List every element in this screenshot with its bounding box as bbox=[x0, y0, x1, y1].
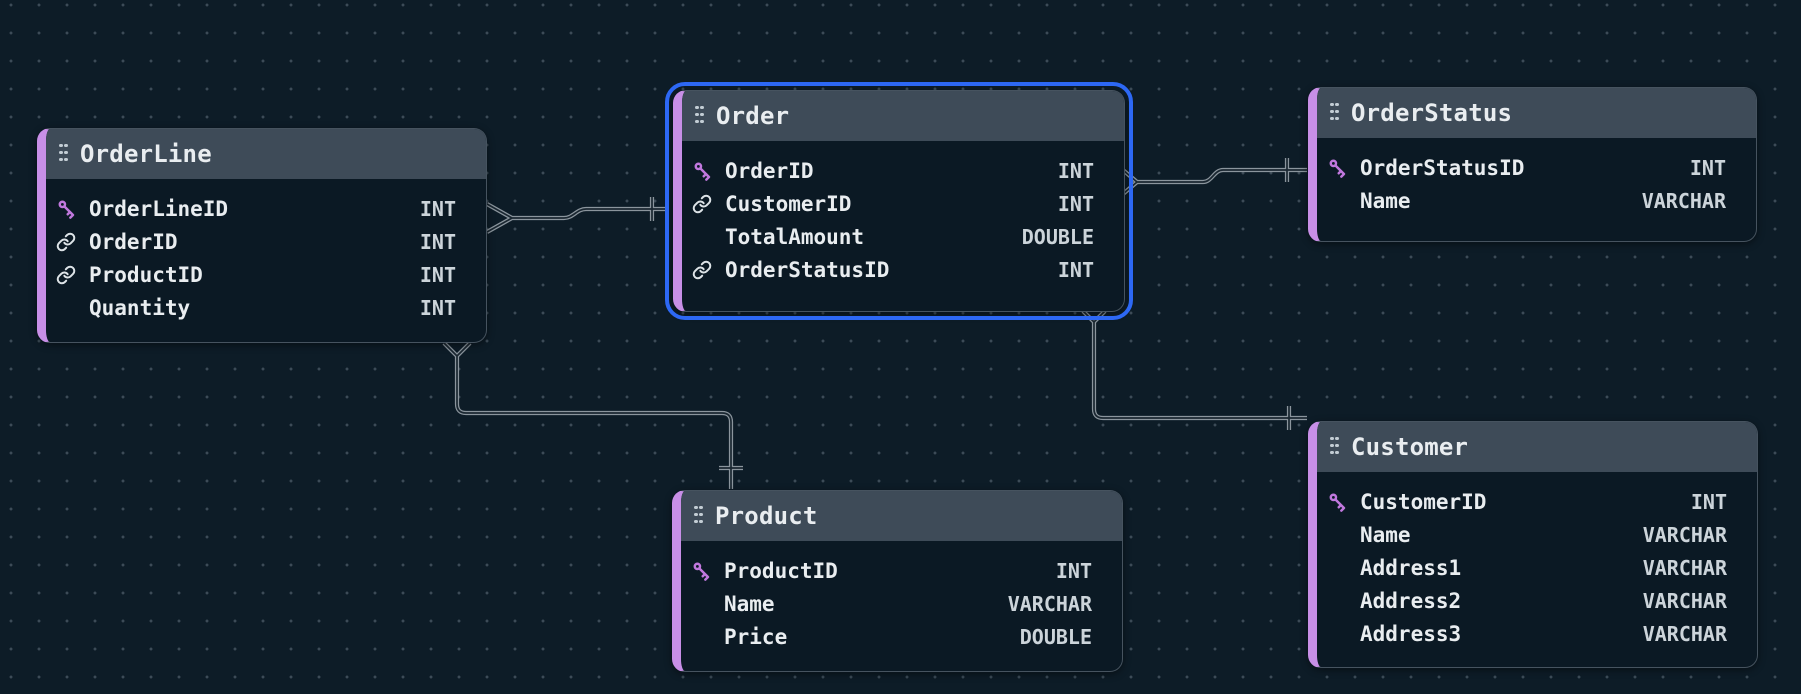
field-name: Name bbox=[724, 591, 775, 616]
field-name: OrderStatusID bbox=[1360, 155, 1525, 180]
field-type: INT bbox=[1057, 191, 1094, 216]
field-row[interactable]: Address2 VARCHAR bbox=[1317, 584, 1757, 617]
field-row[interactable]: Name VARCHAR bbox=[1317, 518, 1757, 551]
field-type: INT bbox=[1690, 489, 1727, 514]
field-name: OrderLineID bbox=[89, 196, 229, 221]
field-row[interactable]: Name VARCHAR bbox=[1317, 184, 1756, 217]
field-row[interactable]: Quantity INT bbox=[46, 291, 486, 324]
field-row[interactable]: Address3 VARCHAR bbox=[1317, 617, 1757, 650]
table-title: Product bbox=[715, 502, 818, 530]
foreign-key-icon bbox=[692, 260, 719, 280]
table-orderline[interactable]: OrderLine OrderLineID INT OrderID INT Pr… bbox=[37, 128, 487, 343]
field-type: INT bbox=[1057, 158, 1094, 183]
field-name: CustomerID bbox=[1360, 489, 1487, 514]
field-row[interactable]: Name VARCHAR bbox=[681, 587, 1122, 620]
field-name: Price bbox=[724, 624, 788, 649]
table-orderline-header[interactable]: OrderLine bbox=[46, 129, 486, 179]
field-type: VARCHAR bbox=[1007, 591, 1092, 616]
field-name: Address2 bbox=[1360, 588, 1462, 613]
table-order-header[interactable]: Order bbox=[682, 91, 1124, 141]
relationship-orderline-product[interactable] bbox=[444, 343, 743, 489]
field-name: OrderID bbox=[725, 158, 814, 183]
field-name: Name bbox=[1360, 188, 1411, 213]
field-type: INT bbox=[1689, 155, 1726, 180]
field-row[interactable]: OrderStatusID INT bbox=[682, 253, 1124, 286]
table-customer-header[interactable]: Customer bbox=[1317, 422, 1757, 472]
table-product-header[interactable]: Product bbox=[681, 491, 1122, 541]
field-name: OrderID bbox=[89, 229, 178, 254]
field-type: VARCHAR bbox=[1641, 188, 1726, 213]
field-row[interactable]: OrderStatusID INT bbox=[1317, 151, 1756, 184]
foreign-key-icon bbox=[56, 232, 83, 252]
field-type: INT bbox=[1057, 257, 1094, 282]
table-title: OrderStatus bbox=[1351, 99, 1513, 127]
table-title: OrderLine bbox=[80, 140, 212, 168]
primary-key-icon bbox=[691, 560, 718, 581]
field-type: INT bbox=[419, 229, 456, 254]
table-product[interactable]: Product ProductID INT Name VARCHAR Price… bbox=[672, 490, 1123, 672]
drag-handle-icon[interactable] bbox=[59, 143, 72, 165]
field-row[interactable]: CustomerID INT bbox=[1317, 485, 1757, 518]
field-row[interactable]: TotalAmount DOUBLE bbox=[682, 220, 1124, 253]
field-name: ProductID bbox=[724, 558, 838, 583]
field-row[interactable]: Price DOUBLE bbox=[681, 620, 1122, 653]
field-type: INT bbox=[419, 295, 456, 320]
field-name: Address1 bbox=[1360, 555, 1462, 580]
field-name: Name bbox=[1360, 522, 1411, 547]
drag-handle-icon[interactable] bbox=[695, 105, 708, 127]
field-type: INT bbox=[1055, 558, 1092, 583]
field-name: ProductID bbox=[89, 262, 203, 287]
table-title: Order bbox=[716, 102, 790, 130]
field-name: Address3 bbox=[1360, 621, 1462, 646]
table-customer[interactable]: Customer CustomerID INT Name VARCHAR Add… bbox=[1308, 421, 1758, 668]
field-type: VARCHAR bbox=[1642, 621, 1727, 646]
field-name: CustomerID bbox=[725, 191, 852, 216]
field-name: Quantity bbox=[89, 295, 191, 320]
primary-key-icon bbox=[692, 160, 719, 181]
table-order[interactable]: Order OrderID INT CustomerID INT TotalAm… bbox=[673, 90, 1125, 312]
foreign-key-icon bbox=[692, 194, 719, 214]
field-type: INT bbox=[419, 262, 456, 287]
field-row[interactable]: ProductID INT bbox=[681, 554, 1122, 587]
field-name: OrderStatusID bbox=[725, 257, 890, 282]
primary-key-icon bbox=[1327, 491, 1354, 512]
field-type: VARCHAR bbox=[1642, 522, 1727, 547]
primary-key-icon bbox=[1327, 157, 1354, 178]
table-orderstatus[interactable]: OrderStatus OrderStatusID INT Name VARCH… bbox=[1308, 87, 1757, 242]
relationship-orderline-order[interactable] bbox=[487, 197, 666, 232]
field-row[interactable]: OrderLineID INT bbox=[46, 192, 486, 225]
field-row[interactable]: ProductID INT bbox=[46, 258, 486, 291]
primary-key-icon bbox=[56, 198, 83, 219]
field-row[interactable]: CustomerID INT bbox=[682, 187, 1124, 220]
field-name: TotalAmount bbox=[725, 224, 865, 249]
relationship-order-customer[interactable] bbox=[1083, 311, 1307, 430]
field-row[interactable]: OrderID INT bbox=[682, 154, 1124, 187]
field-type: DOUBLE bbox=[1019, 624, 1092, 649]
field-row[interactable]: Address1 VARCHAR bbox=[1317, 551, 1757, 584]
field-type: VARCHAR bbox=[1642, 588, 1727, 613]
field-type: VARCHAR bbox=[1642, 555, 1727, 580]
table-title: Customer bbox=[1351, 433, 1469, 461]
field-row[interactable]: OrderID INT bbox=[46, 225, 486, 258]
drag-handle-icon[interactable] bbox=[1330, 436, 1343, 458]
field-type: INT bbox=[419, 196, 456, 221]
relationship-order-orderstatus[interactable] bbox=[1123, 158, 1307, 194]
field-type: DOUBLE bbox=[1021, 224, 1094, 249]
drag-handle-icon[interactable] bbox=[1330, 102, 1343, 124]
drag-handle-icon[interactable] bbox=[694, 505, 707, 527]
table-orderstatus-header[interactable]: OrderStatus bbox=[1317, 88, 1756, 138]
foreign-key-icon bbox=[56, 265, 83, 285]
